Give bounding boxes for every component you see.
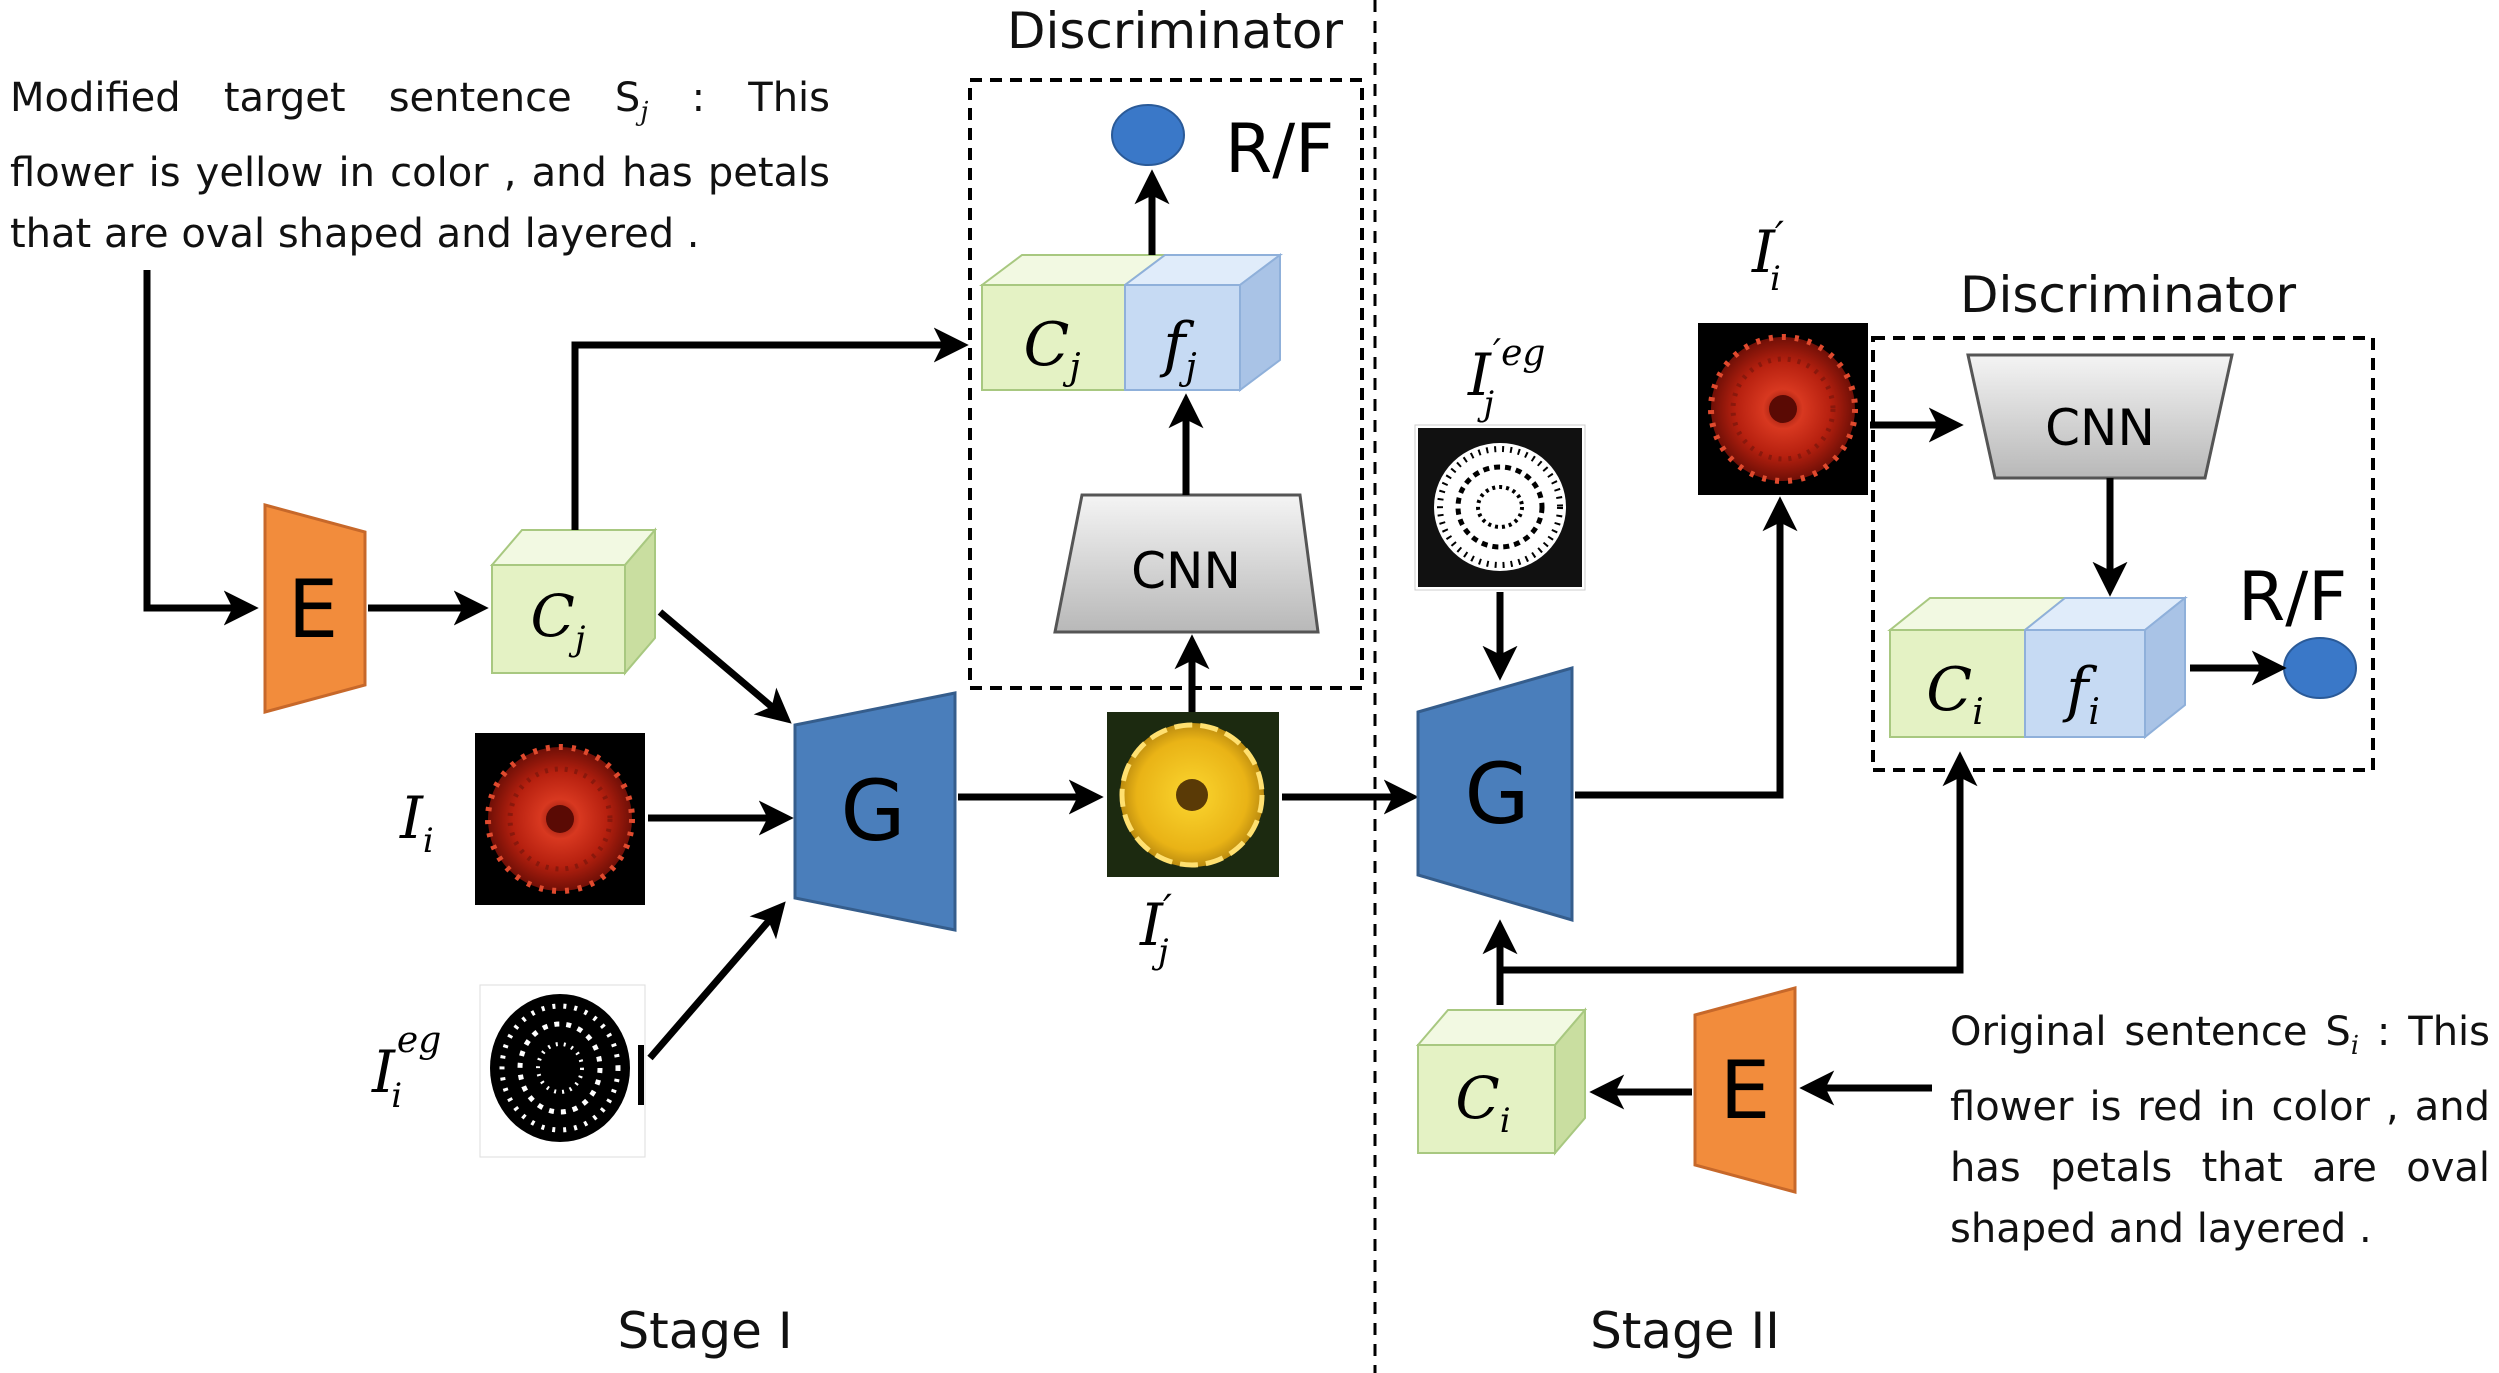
stage1-generator-label: G	[840, 762, 905, 860]
stage2-concat-c-label: Ci	[1926, 655, 1983, 733]
stage2-sentence-line-4: shaped and layered .	[1950, 1206, 2372, 1252]
stage2-sentence-line-1: Original sentence Si : This	[1950, 1009, 2490, 1061]
stage2-generator: G	[1416, 666, 1574, 923]
stage2-output-label: I′i	[1751, 214, 1784, 299]
stage1-code-label: Cj	[531, 582, 586, 659]
stage1-cnn: CNN	[1053, 493, 1320, 634]
stage2-encoder-label: E	[1720, 1044, 1771, 1137]
stage2-discriminator-frame	[1871, 336, 2375, 772]
stage1-input-image-label: Ii	[399, 784, 434, 861]
stage2-code-cube: Ci	[1415, 1007, 1588, 1156]
stage1-code-cube: Cj	[489, 527, 658, 676]
stage1-rf-label: R/F	[1225, 110, 1334, 189]
stage1-cnn-label: CNN	[1131, 542, 1241, 600]
stage2-original-sentence: Original sentence Si : This flower is re…	[1950, 1002, 2490, 1260]
stage1-connectors	[143, 169, 1419, 1061]
stage1-encoder-label: E	[288, 563, 339, 656]
stage2-connectors	[1482, 407, 2287, 1110]
stage1-sentence-line-3: that are oval shaped and layered .	[10, 211, 700, 257]
stage1-discriminator-title: Discriminator	[1007, 2, 1344, 60]
stage2-seg-image	[1414, 424, 1586, 591]
stage1-input-image	[475, 733, 645, 905]
stage1-sentence-line-2: flower is yellow in color , and has peta…	[10, 150, 830, 196]
stage2-cnn-label: CNN	[2045, 399, 2155, 457]
stage2-sentence-line-2: flower is red in color , and	[1950, 1084, 2490, 1130]
stage1-rf-dot	[1111, 104, 1185, 166]
stage2-code-label: Ci	[1455, 1064, 1510, 1141]
stage2-label: Stage II	[1590, 1302, 1780, 1360]
stage2-discriminator-title: Discriminator	[1960, 266, 2297, 324]
stage1-target-sentence: Modified target sentence Sj : This flowe…	[10, 68, 830, 265]
stage2-cnn: CNN	[1966, 353, 2234, 480]
stage1-concat-cube: Cj fj	[979, 253, 1283, 392]
stage2-rf-dot	[2283, 637, 2357, 699]
stage1-output-label: I′j	[1139, 887, 1172, 972]
stage2-generator-label: G	[1464, 745, 1529, 843]
stage1-label: Stage I	[617, 1302, 792, 1360]
stage1-output-image	[1107, 712, 1279, 877]
stage2-sentence-line-3: has petals that are oval	[1950, 1145, 2490, 1191]
stage1-sentence-line-1: Modified target sentence Sj : This	[10, 75, 831, 127]
stage1-seg-image	[479, 984, 646, 1158]
stage2-output-image	[1698, 323, 1868, 495]
stage2-rf-label: R/F	[2238, 558, 2347, 637]
stage1-concat-c-label: Cj	[1023, 310, 1080, 388]
stage2-encoder: E	[1693, 986, 1797, 1194]
stage2-concat-cube: Ci fi	[1887, 595, 2188, 740]
stage1-generator: G	[793, 691, 957, 932]
stage1-encoder: E	[263, 503, 367, 714]
